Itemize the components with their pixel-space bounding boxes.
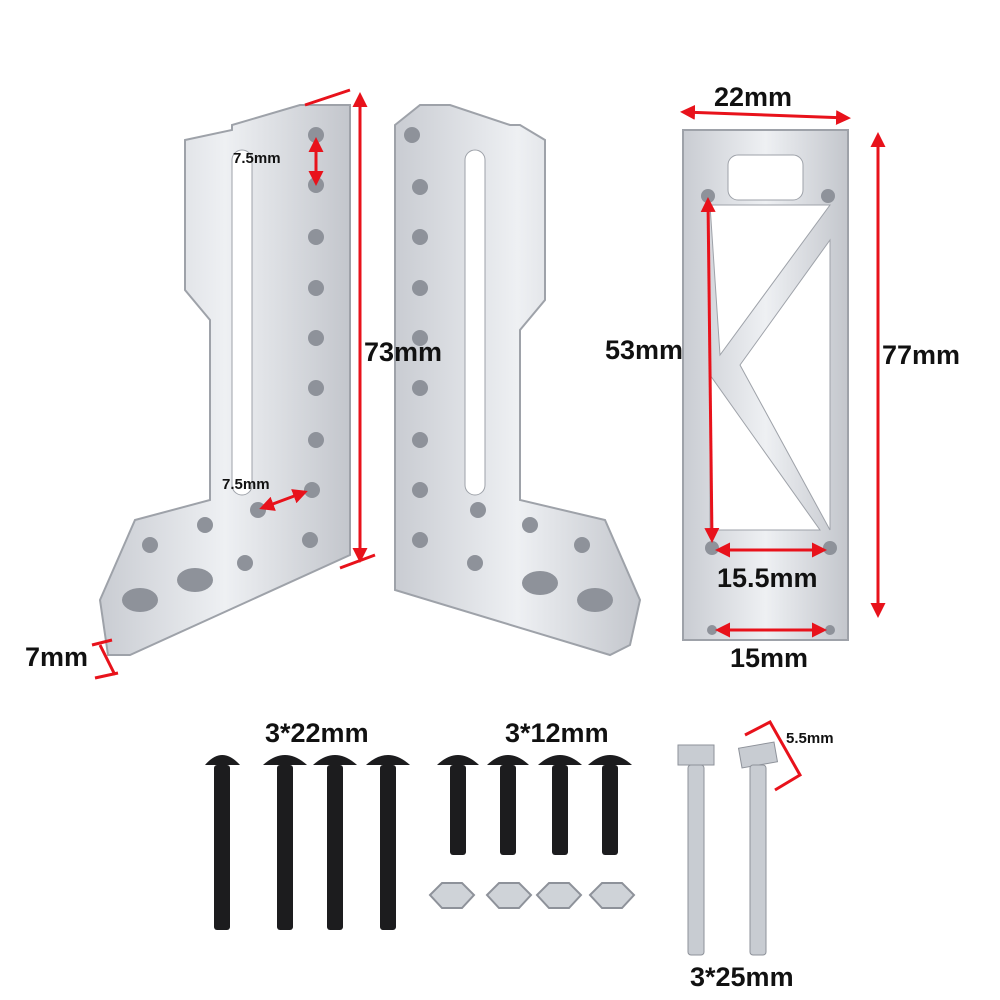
- dim-bracket-height: 73mm: [364, 337, 443, 367]
- dim-frame-bottom-width: 15mm: [730, 643, 809, 673]
- label-long-screws: 3*22mm: [265, 718, 369, 748]
- label-hex-bolts: 3*25mm: [690, 962, 794, 992]
- left-bracket: [98, 104, 351, 656]
- lock-nuts: [428, 882, 636, 909]
- hex-bolts: [677, 741, 779, 956]
- dim-frame-hole-span: 53mm: [605, 335, 684, 365]
- dim-frame-inner-width: 15.5mm: [717, 563, 818, 593]
- dim-frame-height: 77mm: [882, 340, 961, 370]
- dimension-lines: [91, 88, 886, 792]
- label-short-screws: 3*12mm: [505, 718, 609, 748]
- right-bracket: [394, 104, 642, 657]
- short-screws: [437, 755, 632, 855]
- label-hex-head: 5.5mm: [786, 730, 834, 747]
- dim-bracket-thickness: 7mm: [25, 642, 89, 672]
- dim-hole-spacing-lower: 7.5mm: [222, 476, 270, 493]
- dim-frame-width: 22mm: [714, 82, 793, 112]
- long-screws: [205, 755, 410, 930]
- dim-hole-spacing-top: 7.5mm: [233, 150, 281, 167]
